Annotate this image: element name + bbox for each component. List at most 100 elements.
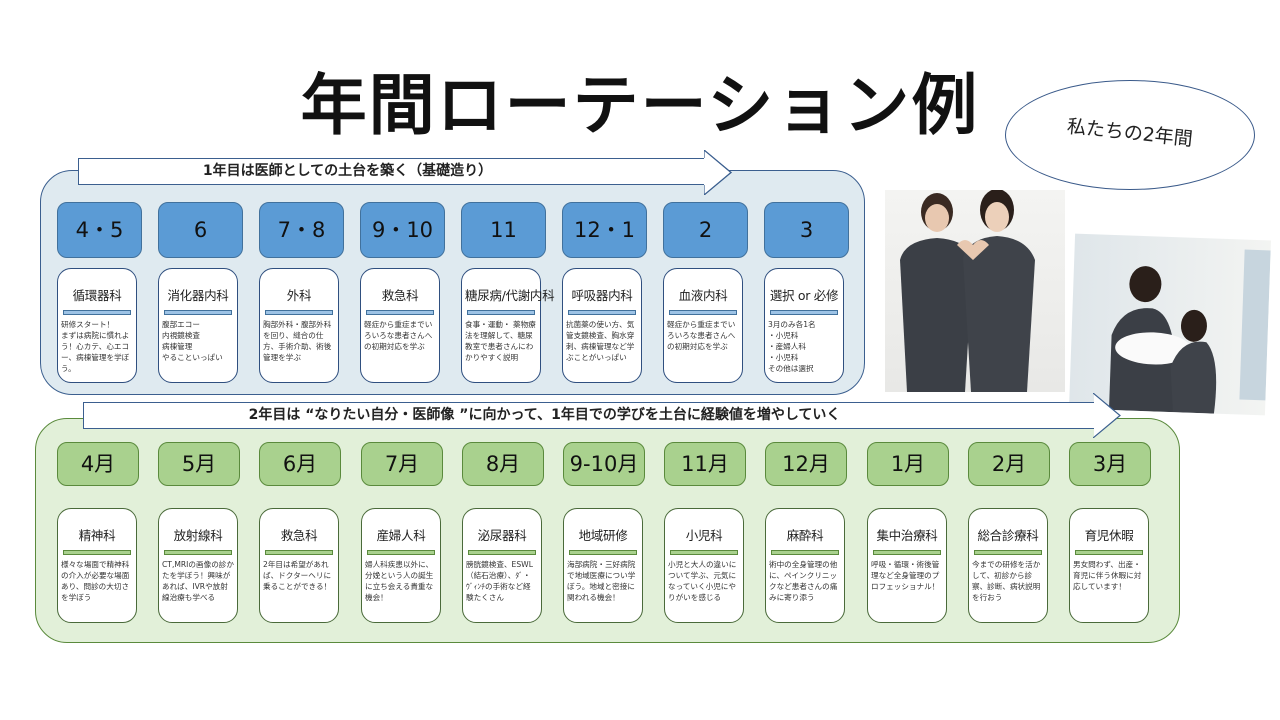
department-description: 胸部外科・腹部外科を回り、縫合の仕方、手術介助、術後管理を学ぶ bbox=[263, 320, 332, 362]
department-name: 循環器科 bbox=[72, 288, 122, 303]
department-name: 救急科 bbox=[280, 528, 318, 543]
department-name: 放射線科 bbox=[173, 528, 223, 543]
rotation-card: 糖尿病/代謝内科食事・運動・ 薬物療法を理解して、糖尿教室で患者さんにわかりやす… bbox=[461, 268, 555, 383]
month-box: 6 bbox=[158, 202, 243, 258]
department-name: 総合診療科 bbox=[977, 528, 1039, 543]
rotation-card: 放射線科 CT,MRIの画像の診かたを学ぼう！興味があれば、IVRや放射線治療も学… bbox=[158, 508, 238, 623]
department-description: 小児と大人の違いについて学ぶ、元気になっていく小児にやりがいを感じる bbox=[668, 560, 737, 602]
year2-banner: 2年目は “なりたい自分・医師像 ”に向かって、1年目での学びを土台に経験値を増… bbox=[83, 402, 1095, 429]
month-box: 5月 bbox=[158, 442, 240, 486]
department-description: 軽症から重症までいろいろな患者さんへの初期対応を学ぶ bbox=[364, 320, 433, 351]
speech-bubble bbox=[1005, 80, 1255, 190]
divider-bar bbox=[568, 310, 636, 315]
residents-illustration-icon bbox=[900, 190, 1035, 392]
department-name: 外科 bbox=[286, 288, 312, 303]
department-name: 糖尿病/代謝内科 bbox=[465, 288, 555, 303]
department-description: 腹部エコー 内視鏡検査 病棟管理 やることいっぱい bbox=[162, 320, 223, 362]
department-description: 男女問わず、出産・育児に伴う休暇に対応しています！ bbox=[1073, 560, 1142, 591]
department-name: 育児休暇 bbox=[1084, 528, 1134, 543]
department-name: 血液内科 bbox=[678, 288, 728, 303]
divider-bar bbox=[974, 550, 1042, 555]
photo-residents-heart bbox=[885, 190, 1065, 392]
rotation-card: 外科胸部外科・腹部外科を回り、縫合の仕方、手術介助、術後管理を学ぶ bbox=[259, 268, 339, 383]
department-description: 3月のみ各1名 ・小児科 ・産婦人科 ・小児科 その他は選択 bbox=[768, 320, 816, 373]
rotation-card: 泌尿器科膀胱鏡検査、ESWL（結石治療）、ﾀﾞ・ｳﾞｨﾝﾁの手術など経験たくさん bbox=[462, 508, 542, 623]
department-description: CT,MRIの画像の診かたを学ぼう！興味があれば、IVRや放射線治療も学べる bbox=[162, 560, 234, 602]
month-box: 12・1 bbox=[562, 202, 647, 258]
divider-bar bbox=[670, 550, 738, 555]
department-description: 軽症から重症までいろいろな患者さんへの初期対応を学ぶ bbox=[667, 320, 736, 351]
department-name: 産婦人科 bbox=[376, 528, 426, 543]
department-description: 食事・運動・ 薬物療法を理解して、糖尿教室で患者さんにわかりやすく説明 bbox=[465, 320, 536, 362]
rotation-card: 呼吸器内科抗菌薬の使い方、気管支鏡検査、胸水穿刺、病棟管理など学ぶことがいっぱい bbox=[562, 268, 642, 383]
divider-bar bbox=[771, 550, 839, 555]
rotation-card: 循環器科研修スタート！ まずは病院に慣れよう！心カテ、心エコー、病棟管理を学ぼう… bbox=[57, 268, 137, 383]
year1-banner: 1年目は医師としての土台を築く（基礎造り） bbox=[78, 158, 706, 185]
department-description: 術中の全身管理の他に、ペインクリニックなど患者さんの痛みに寄り添う bbox=[769, 560, 838, 602]
month-box: 4月 bbox=[57, 442, 139, 486]
month-box: 6月 bbox=[259, 442, 341, 486]
divider-bar bbox=[164, 310, 232, 315]
divider-bar bbox=[770, 310, 838, 315]
divider-bar bbox=[63, 310, 131, 315]
arrow-head-icon bbox=[704, 150, 732, 195]
rotation-card: 育児休暇男女問わず、出産・育児に伴う休暇に対応しています！ bbox=[1069, 508, 1149, 623]
department-name: 呼吸器内科 bbox=[571, 288, 633, 303]
department-name: 精神科 bbox=[78, 528, 116, 543]
divider-bar bbox=[366, 310, 434, 315]
rotation-card: 産婦人科婦人科疾患以外に、分娩という人の誕生に立ち会える貴重な機会！ bbox=[361, 508, 441, 623]
department-description: 研修スタート！ まずは病院に慣れよう！心カテ、心エコー、病棟管理を学ぼう。 bbox=[61, 320, 130, 373]
photo-residents-baby bbox=[1069, 233, 1271, 416]
rotation-card: 地域研修海部病院・三好病院で地域医療につい学ぼう。地域と密接に関われる機会！ bbox=[563, 508, 643, 623]
month-box: 9-10月 bbox=[563, 442, 645, 486]
department-description: 様々な場面で精神科の介入が必要な場面あり、問診の大切さを学ぼう bbox=[61, 560, 130, 602]
residents-baby-illustration-icon bbox=[1108, 249, 1271, 414]
divider-bar bbox=[467, 310, 535, 315]
divider-bar bbox=[1075, 550, 1143, 555]
year1-banner-arrow: 1年目は医師としての土台を築く（基礎造り） bbox=[78, 150, 732, 195]
month-box: 3月 bbox=[1069, 442, 1151, 486]
month-box: 12月 bbox=[765, 442, 847, 486]
divider-bar bbox=[468, 550, 536, 555]
month-box: 7・8 bbox=[259, 202, 344, 258]
department-name: 集中治療科 bbox=[876, 528, 938, 543]
department-name: 麻酔科 bbox=[786, 528, 824, 543]
month-box: 3 bbox=[764, 202, 849, 258]
month-box: 2月 bbox=[968, 442, 1050, 486]
year2-banner-arrow: 2年目は “なりたい自分・医師像 ”に向かって、1年目での学びを土台に経験値を増… bbox=[83, 393, 1121, 438]
rotation-card: 麻酔科術中の全身管理の他に、ペインクリニックなど患者さんの痛みに寄り添う bbox=[765, 508, 845, 623]
month-box: 9・10 bbox=[360, 202, 445, 258]
divider-bar bbox=[265, 310, 333, 315]
department-description: 今までの研修を活かして、初診から診察、診断、病状説明を行おう bbox=[972, 560, 1041, 602]
divider-bar bbox=[63, 550, 131, 555]
month-box: 4・5 bbox=[57, 202, 142, 258]
month-box: 11月 bbox=[664, 442, 746, 486]
department-name: 小児科 bbox=[685, 528, 723, 543]
department-name: 消化器内科 bbox=[167, 288, 229, 303]
rotation-card: 消化器内科腹部エコー 内視鏡検査 病棟管理 やることいっぱい bbox=[158, 268, 238, 383]
divider-bar bbox=[367, 550, 435, 555]
rotation-card: 救急科 2年目は希望があれば、ドクターヘリに乗ることができる！ bbox=[259, 508, 339, 623]
rotation-card: 集中治療科呼吸・循環・術後管理など全身管理のプロフェッショナル！ bbox=[867, 508, 947, 623]
department-name: 地域研修 bbox=[578, 528, 628, 543]
divider-bar bbox=[164, 550, 232, 555]
department-description: 2年目は希望があれば、ドクターヘリに乗ることができる！ bbox=[263, 560, 332, 591]
arrow-head-icon bbox=[1093, 393, 1121, 438]
department-description: 呼吸・循環・術後管理など全身管理のプロフェッショナル！ bbox=[871, 560, 940, 591]
month-box: 2 bbox=[663, 202, 748, 258]
department-description: 婦人科疾患以外に、分娩という人の誕生に立ち会える貴重な機会！ bbox=[365, 560, 434, 602]
department-name: 泌尿器科 bbox=[477, 528, 527, 543]
month-box: 11 bbox=[461, 202, 546, 258]
month-box: 8月 bbox=[462, 442, 544, 486]
department-description: 膀胱鏡検査、ESWL（結石治療）、ﾀﾞ・ｳﾞｨﾝﾁの手術など経験たくさん bbox=[466, 560, 533, 602]
rotation-card: 救急科軽症から重症までいろいろな患者さんへの初期対応を学ぶ bbox=[360, 268, 440, 383]
rotation-card: 総合診療科今までの研修を活かして、初診から診察、診断、病状説明を行おう bbox=[968, 508, 1048, 623]
rotation-card: 精神科様々な場面で精神科の介入が必要な場面あり、問診の大切さを学ぼう bbox=[57, 508, 137, 623]
divider-bar bbox=[873, 550, 941, 555]
department-description: 抗菌薬の使い方、気管支鏡検査、胸水穿刺、病棟管理など学ぶことがいっぱい bbox=[566, 320, 635, 362]
divider-bar bbox=[265, 550, 333, 555]
rotation-card: 血液内科軽症から重症までいろいろな患者さんへの初期対応を学ぶ bbox=[663, 268, 743, 383]
divider-bar bbox=[669, 310, 737, 315]
month-box: 1月 bbox=[867, 442, 949, 486]
rotation-card: 小児科小児と大人の違いについて学ぶ、元気になっていく小児にやりがいを感じる bbox=[664, 508, 744, 623]
